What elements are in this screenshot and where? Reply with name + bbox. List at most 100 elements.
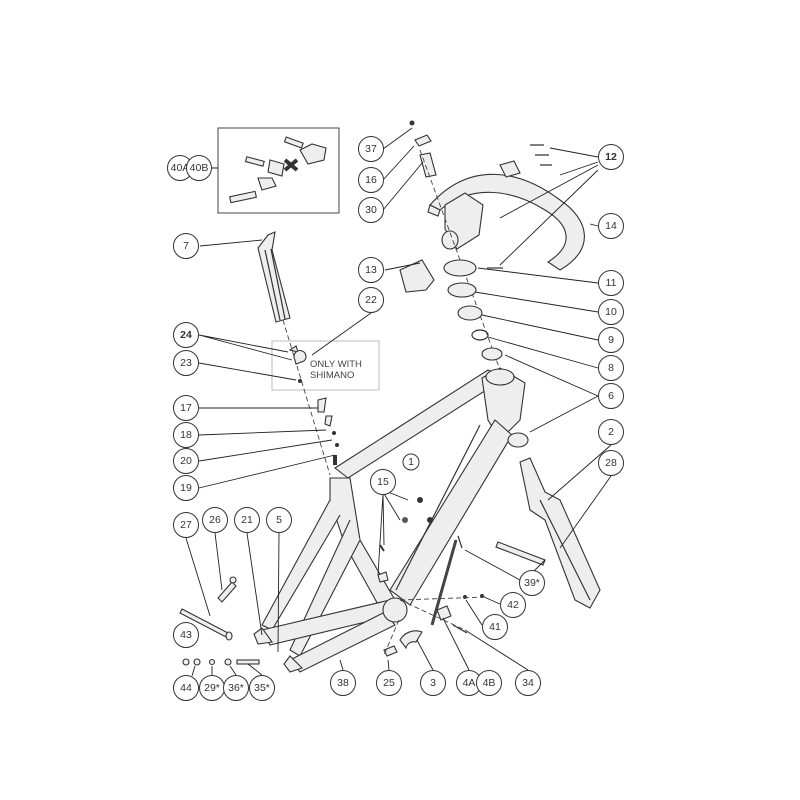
- callout-circle: [598, 213, 624, 239]
- callout-21: 21: [234, 507, 260, 533]
- callout-number: 20: [180, 455, 192, 467]
- callout-38: 38: [330, 670, 356, 696]
- callout-number: 39*: [524, 577, 540, 589]
- derailleur-hanger-inset-box: [217, 127, 340, 214]
- callout-number: 5: [276, 514, 282, 526]
- callout-circle: [376, 670, 402, 696]
- callout-number: 12: [605, 151, 617, 163]
- callout-circle: [598, 299, 624, 325]
- seat-clamp-parts: [288, 345, 339, 465]
- shimano-note-line-1: ONLY WITH: [310, 359, 362, 370]
- callout-number: 38: [337, 677, 349, 689]
- fork: [519, 457, 601, 609]
- callout-number: 40B: [190, 162, 209, 174]
- handlebar-stem: [409, 120, 585, 271]
- callout-circle: [173, 322, 199, 348]
- callout-circle: [173, 233, 199, 259]
- callout-number: 17: [180, 402, 192, 414]
- callout-30: 30: [358, 197, 384, 223]
- callout-number: 43: [180, 629, 192, 641]
- callout-43: 43: [173, 622, 199, 648]
- callout-circle: [330, 670, 356, 696]
- callout-circle: [476, 670, 502, 696]
- callout-28: 28: [598, 450, 624, 476]
- callout-11: 11: [598, 270, 624, 296]
- callout-number: 15: [377, 476, 389, 488]
- callout-circle: [234, 507, 260, 533]
- callout-circle: [402, 453, 420, 471]
- callout-circle: [598, 383, 624, 409]
- callout-circle: [358, 197, 384, 223]
- callout-10: 10: [598, 299, 624, 325]
- callout-27: 27: [173, 512, 199, 538]
- callout-12: 12: [598, 144, 624, 170]
- callout-circle: [173, 395, 199, 421]
- callout-29-star: 29*: [199, 675, 225, 701]
- shimano-note: ONLY WITH SHIMANO: [310, 359, 362, 381]
- callout-number: 11: [606, 277, 617, 289]
- callout-7: 7: [173, 233, 199, 259]
- callout-circle: [358, 136, 384, 162]
- callout-circle: [358, 257, 384, 283]
- callout-42: 42: [500, 592, 526, 618]
- callout-number: 44: [180, 682, 192, 694]
- callout-number: 35*: [254, 682, 270, 694]
- callout-circle: [173, 675, 199, 701]
- callout-34: 34: [515, 670, 541, 696]
- callout-17: 17: [173, 395, 199, 421]
- callout-circle: [266, 507, 292, 533]
- callout-25: 25: [376, 670, 402, 696]
- callout-circle: [598, 419, 624, 445]
- callout-circle: [598, 270, 624, 296]
- callout-number: 9: [608, 334, 614, 346]
- callout-5: 5: [266, 507, 292, 533]
- callout-41: 41: [482, 614, 508, 640]
- callout-number: 4A: [463, 677, 476, 689]
- callout-1: 1: [402, 453, 420, 471]
- small-frame-parts: [377, 497, 484, 657]
- callout-number: 37: [365, 143, 377, 155]
- callout-number: 8: [608, 362, 614, 374]
- callout-number: 7: [183, 240, 189, 252]
- callout-number: 29*: [204, 682, 220, 694]
- seatpost: [257, 231, 291, 323]
- callout-13: 13: [358, 257, 384, 283]
- callout-circle: [370, 469, 396, 495]
- callout-number: 25: [383, 677, 395, 689]
- callout-18: 18: [173, 422, 199, 448]
- callout-40b: 40B: [186, 155, 212, 181]
- callout-number: 3: [430, 677, 436, 689]
- callout-number: 23: [180, 357, 192, 369]
- callout-circle: [358, 287, 384, 313]
- callout-number: 28: [605, 457, 617, 469]
- callout-circle: [173, 475, 199, 501]
- callout-35-star: 35*: [249, 675, 275, 701]
- callout-circle: [202, 507, 228, 533]
- callout-20: 20: [173, 448, 199, 474]
- callout-circle: [223, 675, 249, 701]
- callout-36-star: 36*: [223, 675, 249, 701]
- callout-6: 6: [598, 383, 624, 409]
- callout-8: 8: [598, 355, 624, 381]
- callout-number: 40A: [171, 162, 190, 174]
- callout-16: 16: [358, 167, 384, 193]
- callout-number: 26: [209, 514, 221, 526]
- callout-37: 37: [358, 136, 384, 162]
- callout-22: 22: [358, 287, 384, 313]
- callout-number: 41: [489, 621, 501, 633]
- callout-number: 30: [365, 204, 377, 216]
- callout-circle: [519, 570, 545, 596]
- callout-24: 24: [173, 322, 199, 348]
- callout-circle: [173, 512, 199, 538]
- callout-circle: [515, 670, 541, 696]
- callout-circle: [358, 167, 384, 193]
- callout-4a: 4A: [456, 670, 482, 696]
- callout-circle: [173, 350, 199, 376]
- callout-circle: [249, 675, 275, 701]
- shimano-note-box: [271, 340, 380, 391]
- callout-44: 44: [173, 675, 199, 701]
- callout-number: 10: [605, 306, 617, 318]
- callout-number: 36*: [228, 682, 244, 694]
- hanger-parts: [229, 136, 327, 204]
- callout-39-star: 39*: [519, 570, 545, 596]
